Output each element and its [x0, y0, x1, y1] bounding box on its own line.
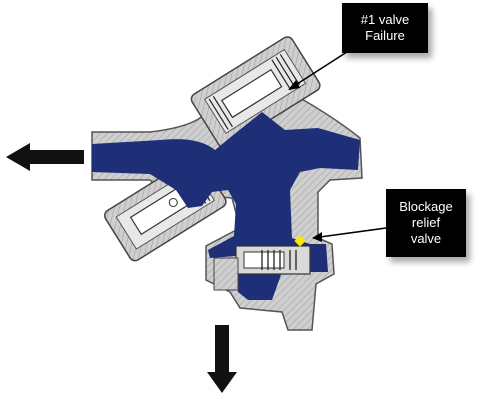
blockage-relief-callout-line1: Blockage	[399, 199, 453, 214]
left-outlet-arrow	[6, 143, 84, 171]
callout-1-pointer	[288, 49, 351, 90]
check-valve-1-housing	[190, 36, 321, 149]
blockage-indicator-marker	[294, 235, 306, 247]
callout-2-pointer	[312, 227, 387, 242]
down-discharge-arrow	[207, 325, 237, 393]
blockage-relief-callout-line3: valve	[410, 231, 442, 246]
blockage-relief-callout: Blockage relief valve	[386, 189, 466, 257]
valve-failure-callout-line1: #1 valve	[360, 12, 410, 27]
relief-valve-assembly	[213, 245, 311, 291]
valve-failure-callout-line2: Failure	[365, 28, 405, 43]
blockage-relief-callout-line2: relief	[411, 215, 441, 230]
valve-failure-callout: #1 valve Failure	[342, 3, 428, 53]
